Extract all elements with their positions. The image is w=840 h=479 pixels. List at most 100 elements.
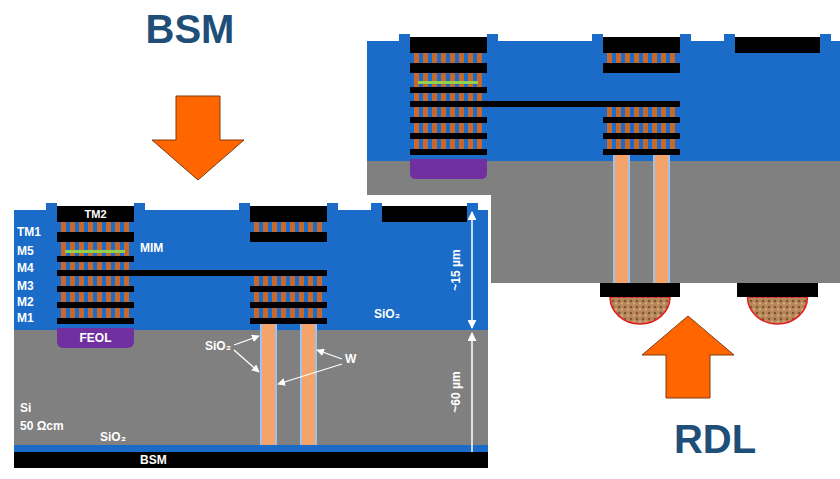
via (643, 139, 648, 149)
via (459, 53, 464, 63)
metal-layer (57, 270, 327, 276)
via (468, 123, 473, 133)
via (61, 242, 66, 256)
via (661, 139, 666, 149)
via (459, 139, 464, 149)
via (124, 276, 129, 286)
via (70, 262, 75, 270)
via (477, 123, 482, 133)
via (616, 139, 621, 149)
via (70, 292, 75, 302)
tsv-tungsten (262, 324, 275, 452)
metal-layer (603, 63, 680, 73)
via (643, 139, 648, 149)
via (616, 139, 621, 149)
via (272, 276, 277, 286)
via (299, 308, 304, 318)
feol-box: FEOL (57, 328, 134, 348)
leader-line (234, 336, 259, 345)
via (79, 242, 84, 256)
via (616, 53, 621, 63)
layer-label: TM2 (85, 208, 107, 220)
passivation (134, 203, 145, 211)
metal-layer (57, 232, 134, 242)
via (423, 139, 428, 149)
material-label: 50 Ωcm (20, 420, 64, 434)
leader-line (278, 364, 342, 384)
via (272, 308, 277, 318)
step-title: RDL (674, 416, 756, 462)
via (414, 93, 419, 101)
via (477, 107, 482, 117)
via (423, 93, 428, 101)
via (468, 107, 473, 117)
passivation (399, 34, 410, 42)
via (254, 222, 259, 232)
via (61, 308, 66, 318)
backside-oxide (14, 445, 488, 452)
via (97, 276, 102, 286)
via (124, 222, 129, 232)
via (115, 308, 120, 318)
via (106, 308, 111, 318)
via (432, 123, 437, 133)
via (643, 123, 648, 133)
metal-layer (57, 302, 134, 308)
via (97, 242, 102, 256)
via (317, 292, 322, 302)
via (423, 123, 428, 133)
metal-layer (603, 117, 680, 123)
pad (410, 37, 487, 53)
dimension-label: ~60 µm (450, 371, 464, 412)
via (281, 308, 286, 318)
oxide-beol (367, 41, 840, 161)
passivation (467, 203, 478, 211)
via (308, 308, 313, 318)
material-label: W (345, 353, 356, 367)
process-arrow (152, 96, 244, 180)
via (670, 107, 675, 117)
via (441, 53, 446, 63)
via (616, 123, 621, 133)
via (616, 123, 621, 133)
step-title: BSM (146, 6, 235, 52)
via (70, 308, 75, 318)
tsv-liner (653, 155, 670, 283)
metal-layer (250, 318, 327, 324)
via (423, 107, 428, 117)
via (432, 107, 437, 117)
via (88, 292, 93, 302)
via (468, 93, 473, 101)
via (459, 107, 464, 117)
via (281, 308, 286, 318)
via (607, 107, 612, 117)
passivation (239, 203, 250, 211)
layer-label: TM1 (17, 226, 41, 240)
layer-label: MIM (140, 242, 163, 256)
pad (735, 37, 820, 53)
pad (382, 206, 467, 222)
passivation (371, 203, 382, 211)
metal-layer (250, 232, 327, 242)
via (432, 139, 437, 149)
via (70, 242, 75, 256)
metal-layer (603, 133, 680, 139)
metal-layer (57, 256, 134, 262)
via (432, 73, 437, 87)
via (115, 222, 120, 232)
via (634, 107, 639, 117)
via (290, 308, 295, 318)
via (299, 308, 304, 318)
via (97, 292, 102, 302)
passivation (820, 34, 831, 42)
metal-layer (410, 87, 487, 93)
via (290, 222, 295, 232)
metal-layer (410, 63, 487, 73)
rdl-pad (737, 283, 818, 297)
metal-layer (410, 37, 487, 53)
oxide-beol (14, 210, 488, 330)
via (477, 53, 482, 63)
via (281, 292, 286, 302)
via (625, 123, 630, 133)
via (79, 308, 84, 318)
